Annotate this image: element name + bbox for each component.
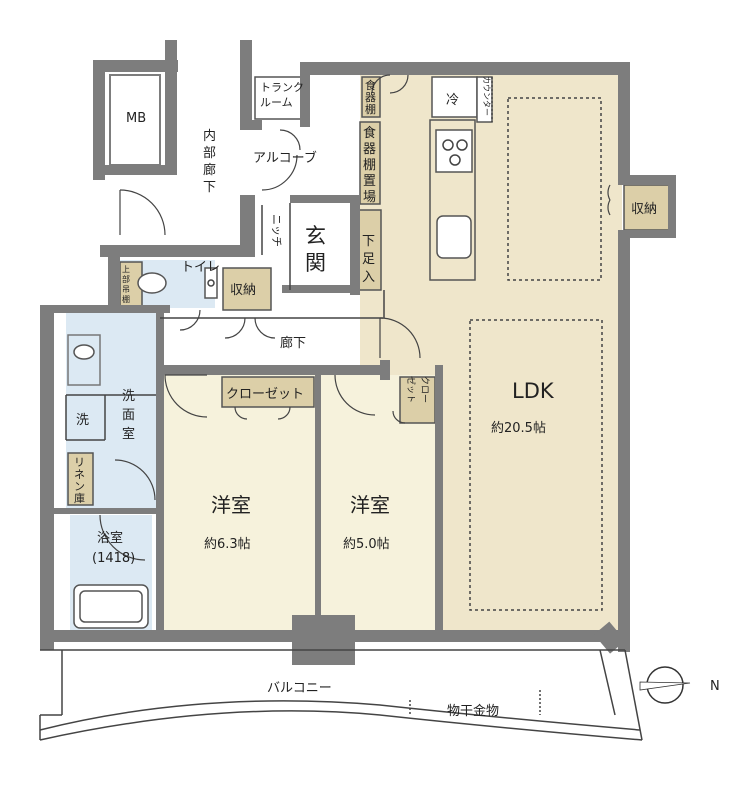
svg-text:吊: 吊 <box>122 285 130 294</box>
ldk-label: LDK <box>512 379 555 403</box>
svg-text:入: 入 <box>362 270 375 285</box>
western-room-1-floor <box>163 375 315 630</box>
svg-text:部: 部 <box>203 146 216 161</box>
svg-text:上: 上 <box>122 265 130 274</box>
bathroom-size: (1418) <box>92 551 135 566</box>
entrance-label: 玄 関 <box>305 224 326 275</box>
svg-text:下: 下 <box>362 234 375 249</box>
svg-text:食: 食 <box>363 125 376 141</box>
western-room-1-size: 約6.3帖 <box>204 537 251 552</box>
linen-label: リ ネ ン 庫 <box>74 456 85 505</box>
washer-label: 洗 <box>76 413 89 428</box>
north-label: N <box>710 679 720 694</box>
svg-text:置: 置 <box>363 174 376 189</box>
room-labels: MB 内 部 廊 下 トランク ルーム アルコーブ ニッチ 玄 関 下 足 入 … <box>74 76 657 719</box>
drying-rack-label: 物干金物 <box>447 703 499 719</box>
svg-text:ン: ン <box>74 480 85 493</box>
svg-text:リ: リ <box>74 456 85 469</box>
closet-1-label: クローゼット <box>226 387 304 402</box>
svg-text:棚: 棚 <box>365 102 376 116</box>
svg-text:場: 場 <box>363 190 376 205</box>
western-room-2-label: 洋室 <box>350 493 390 517</box>
trunk-room-label: トランク ルーム <box>260 81 304 109</box>
bathroom-label: 浴室 <box>97 530 123 546</box>
svg-text:クロー: クロー <box>419 376 430 403</box>
storage-toilet-side <box>222 267 272 311</box>
svg-text:器: 器 <box>363 142 376 157</box>
svg-text:面: 面 <box>122 408 135 423</box>
svg-text:下: 下 <box>203 180 216 195</box>
storage-right-label: 収納 <box>631 202 657 217</box>
svg-text:洗: 洗 <box>122 389 135 404</box>
toilet-label: トイレ <box>181 260 220 275</box>
dish-shelf-area-label: 食 器 棚 置 場 <box>363 125 376 205</box>
dish-shelf-area <box>359 121 381 205</box>
corridor-label: 廊下 <box>280 335 306 351</box>
svg-text:ルーム: ルーム <box>260 96 293 109</box>
svg-text:玄: 玄 <box>305 224 326 248</box>
shoe-storage-label: 下 足 入 <box>362 234 375 285</box>
dish-shelf-small <box>361 76 381 118</box>
balcony-label: バルコニー <box>267 681 332 696</box>
alcove-label: アルコーブ <box>253 150 317 166</box>
trunk-room <box>254 76 304 120</box>
svg-text:足: 足 <box>362 252 375 267</box>
svg-text:内: 内 <box>203 128 216 144</box>
walls <box>40 40 676 665</box>
compass-icon: N <box>639 666 720 704</box>
svg-text:ゼット: ゼット <box>405 376 417 403</box>
svg-text:部: 部 <box>122 274 130 284</box>
fridge-label: 冷 <box>446 93 459 108</box>
closet-2-label: クロー ゼット <box>405 376 430 403</box>
closet-1 <box>221 376 315 408</box>
western-room-1-label: 洋室 <box>211 493 251 517</box>
shoe-storage <box>356 209 382 291</box>
washroom-label: 洗 面 室 <box>122 389 135 442</box>
counter-label: カウンター <box>482 76 491 116</box>
interior-lines <box>39 76 643 741</box>
svg-text:ネ: ネ <box>74 468 85 481</box>
ldk-size: 約20.5帖 <box>491 421 546 436</box>
dish-shelf-small-label: 食 器 棚 <box>365 78 376 116</box>
mb-label: MB <box>126 111 146 126</box>
doors <box>99 74 611 561</box>
svg-text:棚: 棚 <box>363 158 376 173</box>
svg-text:廊: 廊 <box>203 162 216 178</box>
svg-text:庫: 庫 <box>74 491 85 505</box>
niche-label: ニッチ <box>270 214 283 247</box>
svg-text:棚: 棚 <box>122 294 130 304</box>
svg-text:関: 関 <box>305 251 326 275</box>
inner-corridor-label: 内 部 廊 下 <box>203 128 216 195</box>
storage-fills <box>67 76 670 506</box>
svg-text:器: 器 <box>365 91 376 104</box>
svg-text:食: 食 <box>365 78 376 92</box>
svg-text:室: 室 <box>122 426 135 442</box>
storage-label: 収納 <box>230 283 256 298</box>
upper-shelf-label: 上 部 吊 棚 <box>122 265 130 304</box>
western-room-2-size: 約5.0帖 <box>343 537 390 552</box>
linen-storage <box>67 452 94 506</box>
svg-text:トランク: トランク <box>260 81 304 94</box>
